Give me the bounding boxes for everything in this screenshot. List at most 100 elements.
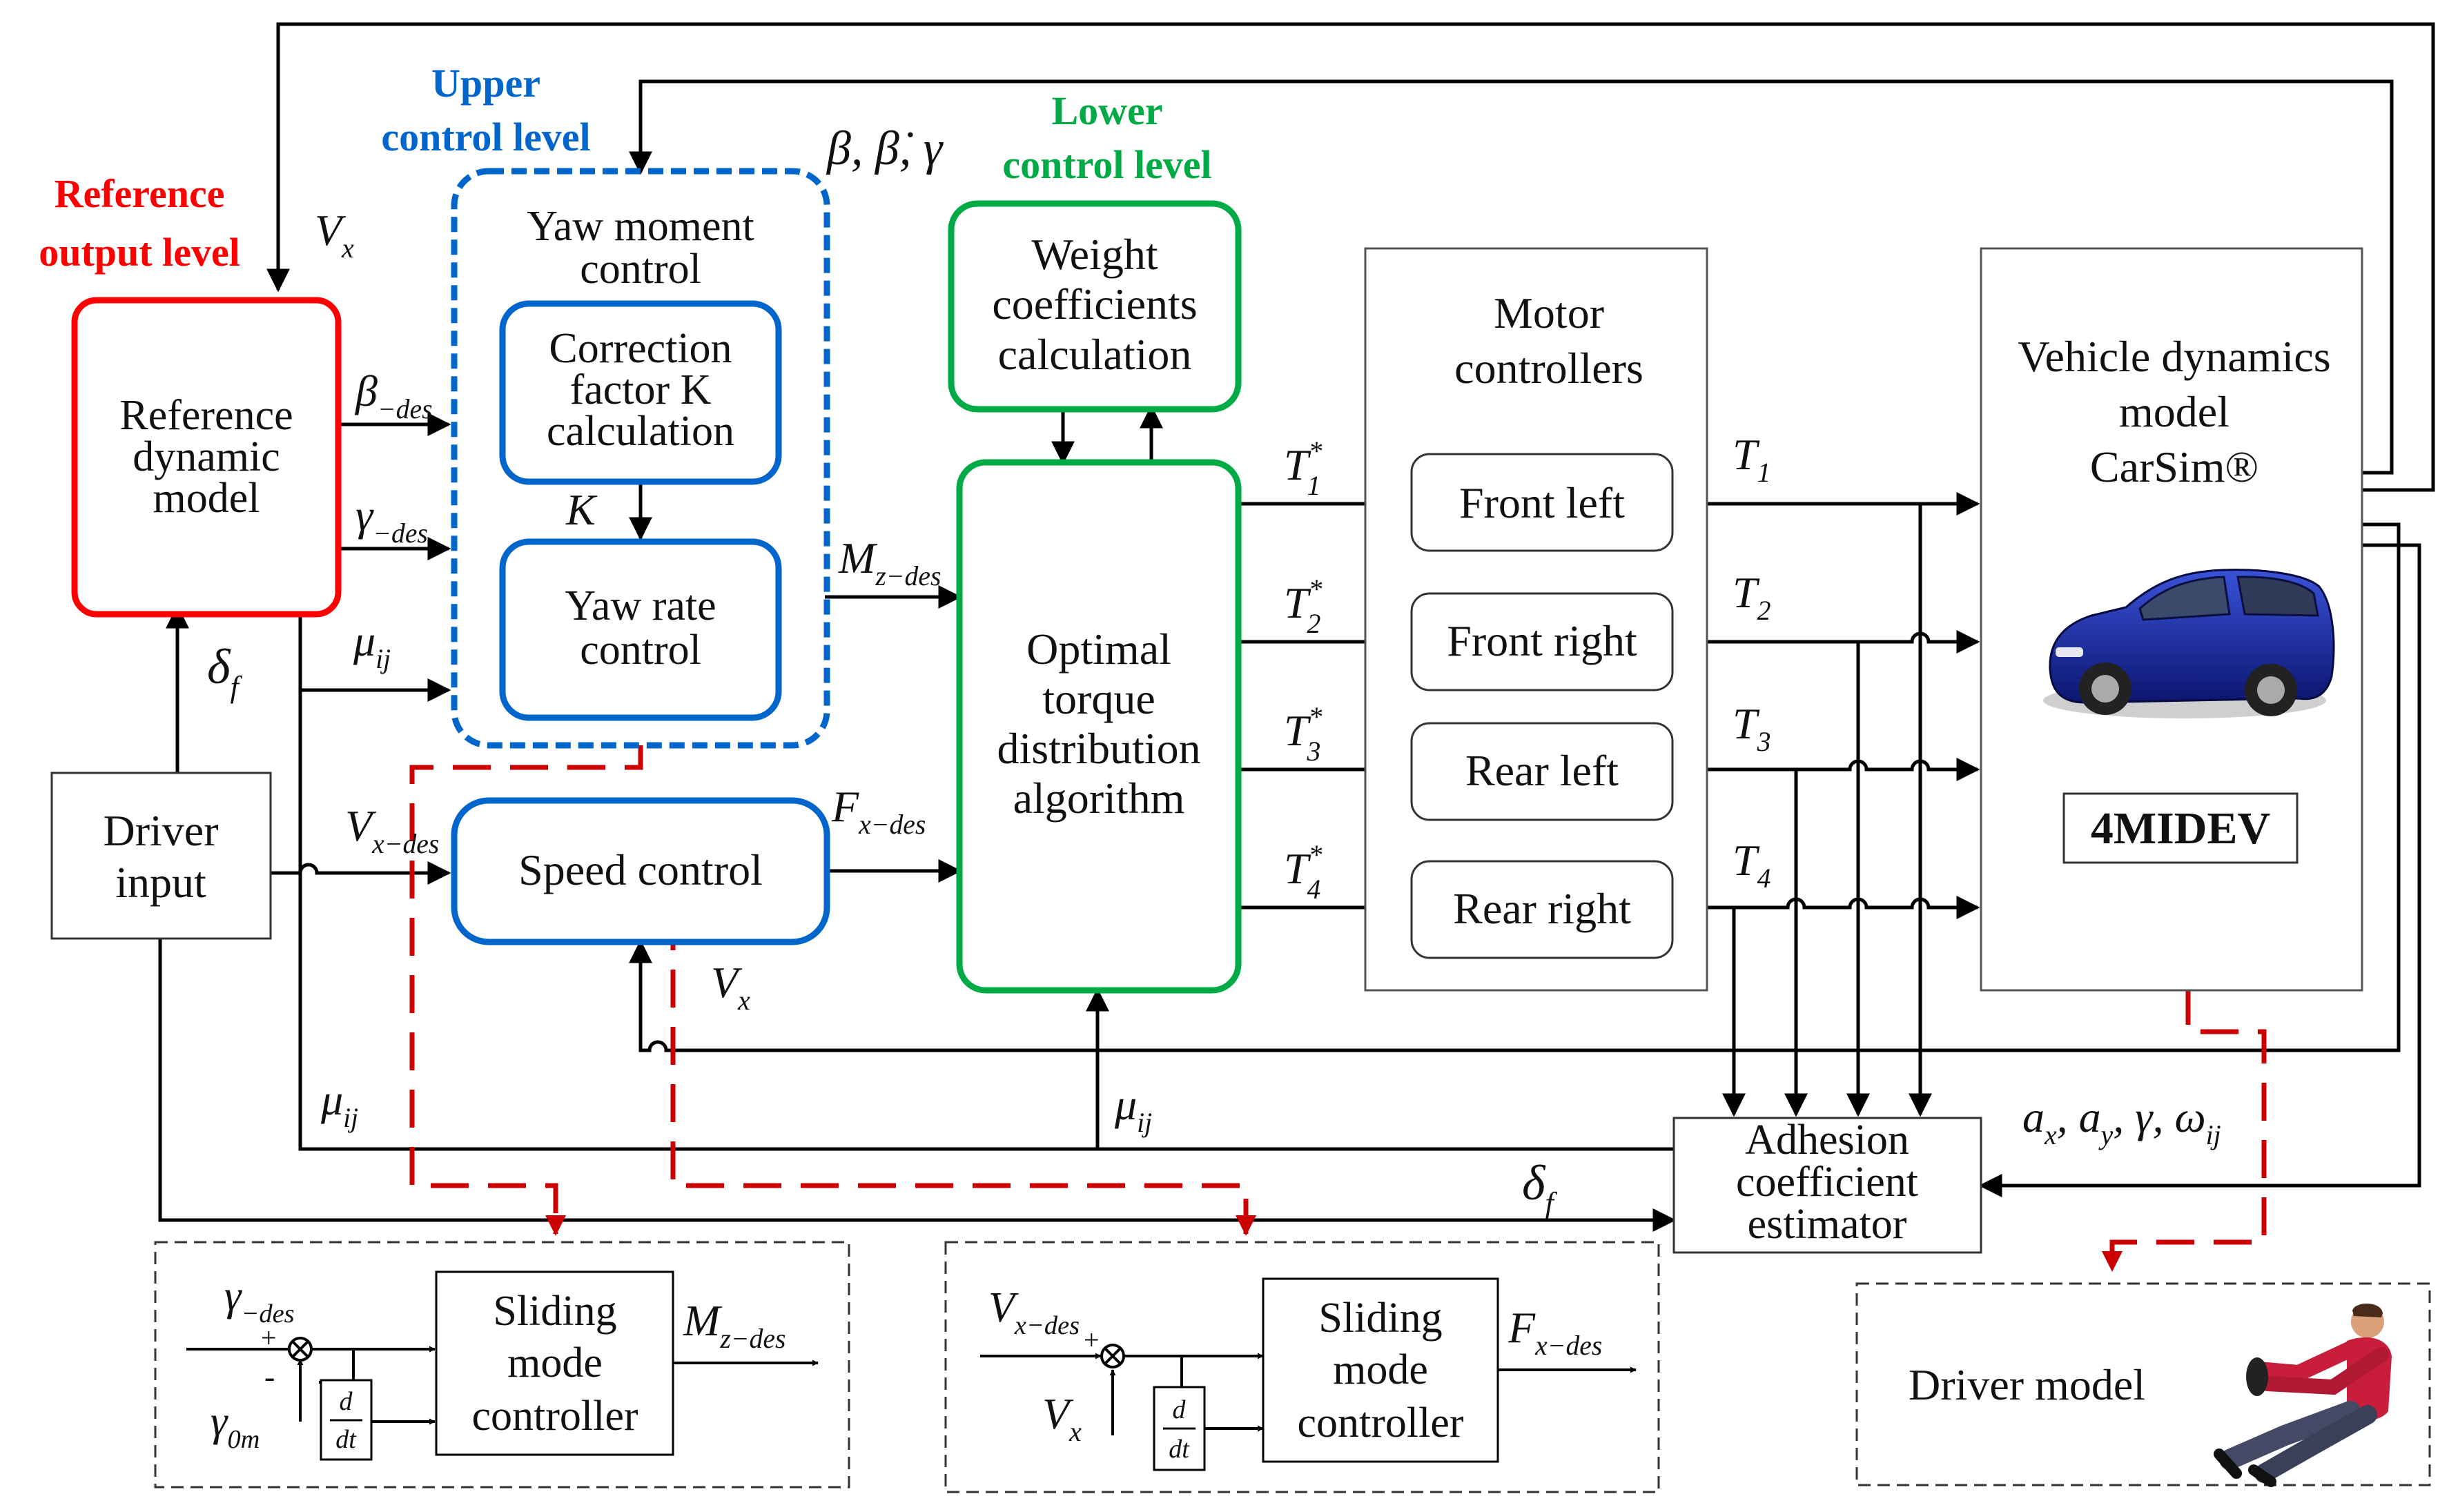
t3-label: T3: [1733, 699, 1770, 757]
vehicle-states-label: ax, ay, γ, ωij: [2022, 1092, 2221, 1150]
t4-label: T4: [1733, 836, 1770, 894]
upper-level-label: Upper: [431, 61, 540, 106]
speed-smc-panel: [944, 1241, 1660, 1493]
vx-des-label: Vx−des: [345, 801, 439, 859]
derivative-block: [320, 1379, 373, 1461]
yaw-rate-label-1: Yaw rate: [565, 582, 716, 629]
lower-level-label: Lower: [1051, 88, 1162, 133]
correction-label-1: Correction: [549, 325, 732, 372]
yaw-smc-panel: [154, 1241, 850, 1489]
beta-des-label: β−des: [354, 366, 433, 424]
front-right-block: [1410, 592, 1674, 691]
gamma-0m-input: γ0m: [211, 1398, 260, 1454]
mz-des-label: Mz−des: [838, 533, 941, 591]
yaw-smc-label-1: Sliding: [493, 1288, 616, 1335]
vx-des-input: Vx−des: [988, 1284, 1080, 1340]
line-mu-bottom: [298, 690, 1674, 1151]
feedback-line-beta: [629, 79, 2394, 475]
driver-input-label-2: input: [115, 858, 206, 907]
mz-des-output: Mz−des: [683, 1296, 786, 1354]
vehicle-label-2: model: [2119, 387, 2230, 436]
gamma-des-input: γ−des: [224, 1273, 295, 1328]
motor-label-2: controllers: [1454, 344, 1643, 393]
vehicle-label-1: Vehicle dynamics: [2018, 332, 2330, 381]
plus-sign-1: +: [261, 1322, 277, 1353]
k-label: K: [565, 485, 598, 534]
d-label-2: d: [1173, 1395, 1187, 1424]
vehicle-badge: 4MIDEV: [2091, 803, 2270, 854]
speed-control-block: [451, 797, 830, 945]
driver-model-label: Driver model: [1909, 1360, 2145, 1409]
minus-sign-1: -: [264, 1359, 275, 1394]
line-t3: [1670, 758, 1980, 781]
rear-right-block: [1410, 860, 1674, 959]
driver-input-block: [50, 772, 272, 940]
gamma-des-label: γ−des: [355, 491, 428, 549]
upper-level-label-2: control level: [381, 115, 590, 159]
weight-coefficients-block: [948, 200, 1242, 413]
speed-smc-block: [1262, 1277, 1499, 1463]
driver-figure-icon: [2214, 1303, 2392, 1487]
speed-smc-label-1: Sliding: [1318, 1295, 1442, 1342]
delta-f-label-left: δf: [207, 639, 242, 704]
reference-model-label-2: dynamic: [133, 433, 280, 480]
motor-label-1: Motor: [1494, 288, 1604, 337]
yaw-rate-label-2: control: [580, 627, 701, 674]
weight-label-3: calculation: [998, 330, 1192, 379]
yaw-smc-block: [435, 1270, 674, 1456]
adhesion-estimator-block: [1672, 1117, 1982, 1254]
vx-input: Vx: [1042, 1389, 1082, 1447]
front-left-label: Front left: [1459, 478, 1625, 527]
front-left-block: [1410, 453, 1674, 552]
vx-label-speed: Vx: [711, 958, 750, 1016]
upper-control-group: [451, 168, 830, 749]
driver-input-label-1: Driver: [103, 806, 218, 855]
d-label: d: [340, 1387, 353, 1416]
delta-f-label-bottom: δf: [1522, 1155, 1557, 1220]
weight-label-1: Weight: [1031, 230, 1158, 279]
reference-model-label-1: Reference: [119, 392, 293, 439]
rear-left-label: Rear left: [1465, 746, 1619, 795]
optimal-label-2: torque: [1042, 674, 1155, 723]
lower-level-label-2: control level: [1002, 142, 1211, 187]
fx-des-output: Fx−des: [1508, 1303, 1602, 1361]
dt-label: dt: [335, 1425, 357, 1454]
optimal-torque-block: [956, 459, 1242, 994]
weight-label-2: coefficients: [992, 279, 1197, 328]
rear-left-block: [1410, 722, 1674, 821]
reference-level-label-2: output level: [39, 230, 240, 275]
t2-star-label: T*2: [1284, 574, 1323, 639]
line-delta-f-estimator: [158, 939, 1677, 1232]
line-states: [1978, 543, 2421, 1197]
reference-level-label: Reference: [55, 171, 225, 216]
mu-ij-label-bottom: μij: [320, 1075, 358, 1133]
correction-label-2: factor K: [570, 366, 712, 413]
reference-model-label-3: model: [153, 475, 260, 522]
line-t4: [1670, 896, 1980, 919]
yaw-smc-label-3: controller: [471, 1393, 638, 1440]
front-right-label: Front right: [1447, 616, 1637, 665]
t1-label: T1: [1733, 430, 1770, 488]
rear-right-label: Rear right: [1453, 884, 1631, 933]
correction-label-3: calculation: [547, 408, 734, 455]
plus-sign-2: +: [1084, 1324, 1100, 1355]
speed-smc-lines: [980, 1353, 1637, 1435]
car-icon: [2043, 569, 2335, 718]
line-t2: [1670, 630, 1980, 654]
speed-control-label: Speed control: [518, 845, 763, 894]
dt-label-2: dt: [1169, 1435, 1190, 1464]
optimal-label-1: Optimal: [1026, 625, 1171, 674]
optimal-label-3: distribution: [997, 724, 1200, 773]
t1-star-label: T*1: [1284, 436, 1323, 501]
signal-lines: [158, 22, 2435, 1232]
feedback-line-vx: [266, 22, 2435, 492]
adhesion-label-1: Adhesion: [1745, 1117, 1909, 1164]
t4-star-label: T*4: [1284, 840, 1323, 905]
optimal-label-4: algorithm: [1013, 774, 1185, 823]
t2-label: T2: [1733, 568, 1770, 626]
yaw-rate-block: [499, 538, 782, 721]
vehicle-label-3: CarSim®: [2090, 442, 2258, 491]
yaw-smc-label-2: mode: [507, 1339, 603, 1386]
